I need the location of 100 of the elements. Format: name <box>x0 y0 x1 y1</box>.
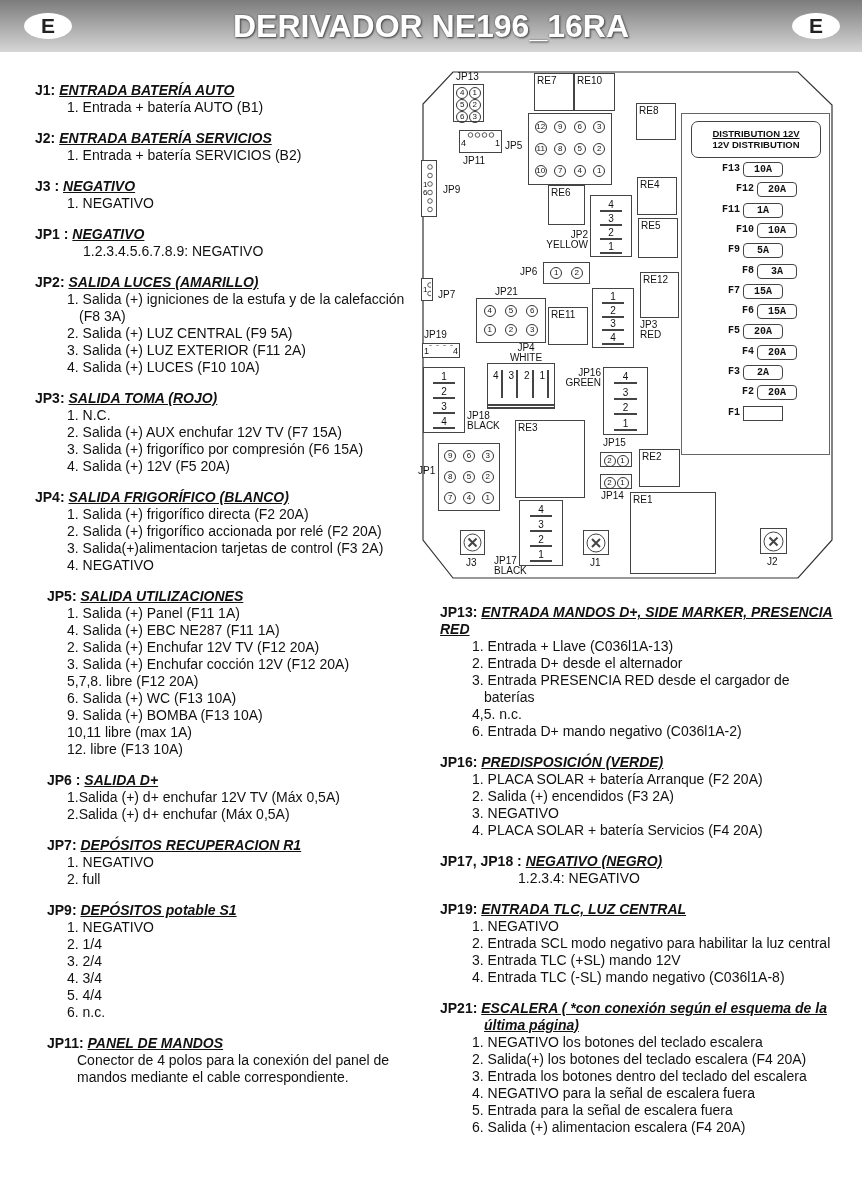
pin-number: 3 <box>602 318 624 332</box>
fuse-label: F4 <box>741 347 754 357</box>
list-item: 3. Salida (+) frigorífico por compresión (F6 15A) <box>66 441 365 458</box>
pin-number: 3 <box>433 401 455 414</box>
list-item: 4. Salida (+) EBC NE287 (F11 1A) <box>66 622 281 639</box>
list-item: 1.2.3.4.5.6.7.8.9: NEGATIVO <box>82 243 265 260</box>
connector-label: JP7 <box>438 290 457 300</box>
pin-number: 4 <box>600 198 622 212</box>
relay-box <box>638 218 678 258</box>
fuse-label: F10 <box>735 225 754 235</box>
list-item: 4. Salida (+) 12V (F5 20A) <box>66 458 232 475</box>
fuse-label: F1 <box>727 408 740 418</box>
pin-connector <box>453 84 484 122</box>
fuse-slot: 15A <box>743 284 783 299</box>
list-item: 2. Salida (+) LUZ CENTRAL (F9 5A) <box>66 325 294 342</box>
pin-connector <box>476 298 546 343</box>
fuse-slot: 20A <box>757 345 797 360</box>
section-heading: JP4: SALIDA FRIGORÍFICO (BLANCO) <box>35 489 290 506</box>
section-heading: JP3: SALIDA TOMA (ROJO) <box>35 390 219 407</box>
section-heading: J3 : NEGATIVO <box>35 178 137 195</box>
fuse-slot: 20A <box>757 385 797 400</box>
pin-number: 6 <box>423 188 428 197</box>
list-item: 2. Salida (+) encendidos (F3 2A) <box>471 788 675 805</box>
section-heading: JP19: ENTRADA TLC, LUZ CENTRAL <box>440 901 688 918</box>
section-heading: JP1 : NEGATIVO <box>35 226 146 243</box>
list-item: 3. Entrada los botones dentro del teclado del escalera <box>471 1068 808 1085</box>
pin-connector <box>592 288 634 348</box>
connector-label: JP1 <box>418 466 437 476</box>
fuse-label: F12 <box>735 184 754 194</box>
list-item: 4. Entrada TLC (-SL) mando negativo (C036l1A-8) <box>471 969 786 986</box>
relay-box <box>548 307 588 345</box>
screw-terminal <box>460 530 485 555</box>
list-item: 6. Salida (+) WC (F13 10A) <box>66 690 238 707</box>
pin-number: 1 <box>423 180 428 189</box>
screw-terminal <box>760 528 787 554</box>
pin-header <box>421 278 433 301</box>
list-item: 1. Entrada + batería SERVICIOS (B2) <box>66 147 303 164</box>
connector-label: JP19 <box>424 330 448 340</box>
list-item: 6. n.c. <box>66 1004 107 1021</box>
page-title: DERIVADOR NE196_16RA <box>232 8 630 45</box>
pin-number: 1 <box>495 138 500 148</box>
relay-box <box>574 73 615 111</box>
relay-box <box>639 449 680 487</box>
section-heading: J1: ENTRADA BATERÍA AUTO <box>35 82 236 99</box>
fuse-label: F9 <box>727 245 740 255</box>
pin-number: 2 <box>613 402 638 416</box>
pin-number: 1 <box>424 346 429 356</box>
list-item: 2. Entrada D+ desde el alternador <box>471 655 684 672</box>
pin-number: 4 <box>433 416 455 429</box>
list-item: 10,11 libre (max 1A) <box>66 724 193 741</box>
pin-number: 1 <box>613 417 638 431</box>
pin-number: 1 <box>600 240 622 254</box>
connector-label: JP15 <box>603 438 627 448</box>
connector-label: JP16 GREEN <box>564 368 601 388</box>
connector-label: JP18 BLACK <box>467 411 501 431</box>
pin-connector <box>590 195 632 257</box>
fuse-slot: 5A <box>743 243 783 258</box>
list-item: 3. Entrada PRESENCIA RED desde el cargador de baterías <box>471 672 791 706</box>
relay-box <box>640 272 679 318</box>
fuse-label: F11 <box>721 205 740 215</box>
list-item: 1. Entrada + batería AUTO (B1) <box>66 99 265 116</box>
relay-box <box>636 103 676 140</box>
connector-label: JP6 <box>520 267 539 277</box>
pin-number: 1 <box>539 369 550 399</box>
list-item: 2. Salida(+) los botones del teclado escalera (F4 20A) <box>471 1051 808 1068</box>
list-item: 5,7,8. libre (F12 20A) <box>66 673 200 690</box>
section-heading: JP2: SALIDA LUCES (AMARILLO) <box>35 274 260 291</box>
list-item: 4. PLACA SOLAR + batería Servicios (F4 20A) <box>471 822 764 839</box>
fuse-slot <box>743 406 783 421</box>
fuse-slot: 15A <box>757 304 797 319</box>
pin-connector <box>528 113 612 185</box>
connector-label: JP3 RED <box>640 320 663 340</box>
pin-connector <box>487 363 555 409</box>
section-heading: JP7: DEPÓSITOS RECUPERACION R1 <box>47 837 303 854</box>
component-label: RE4 <box>640 179 660 190</box>
section-heading: JP5: SALIDA UTILIZACIONES <box>47 588 245 605</box>
list-item: 6. Salida (+) alimentacion escalera (F4 20A) <box>471 1119 747 1136</box>
fuse-slot: 3A <box>757 264 797 279</box>
component-label: RE6 <box>551 187 571 198</box>
list-item: 6. Entrada D+ mando negativo (C036l1A-2) <box>471 723 743 740</box>
list-item: 1. N.C. <box>66 407 112 424</box>
connector-label: JP11 <box>463 156 487 166</box>
pin-connector <box>423 367 465 433</box>
list-item: 2. 1/4 <box>66 936 104 953</box>
fuse-slot: 1A <box>743 203 783 218</box>
list-item: 3. 2/4 <box>66 953 104 970</box>
pin-number: 2 <box>529 534 553 547</box>
section-heading: JP6 : SALIDA D+ <box>47 772 160 789</box>
section-heading: JP9: DEPÓSITOS potable S1 <box>47 902 238 919</box>
pin-number: 4 <box>602 331 624 345</box>
pin-number: 4 <box>461 138 466 148</box>
list-item: 1. Entrada + Llave (C036l1A-13) <box>471 638 675 655</box>
pin-number: 4 <box>453 346 458 356</box>
list-item: 4,5. n.c. <box>471 706 523 723</box>
description-text: Conector de 4 polos para la conexión del panel de mandos mediante el cable correspondiente. <box>76 1052 391 1086</box>
section-heading: J2: ENTRADA BATERÍA SERVICIOS <box>35 130 273 147</box>
pin-number: 1 <box>529 549 553 562</box>
component-label: RE7 <box>537 75 557 86</box>
list-item: 5. 4/4 <box>66 987 104 1004</box>
relay-box <box>637 177 677 215</box>
